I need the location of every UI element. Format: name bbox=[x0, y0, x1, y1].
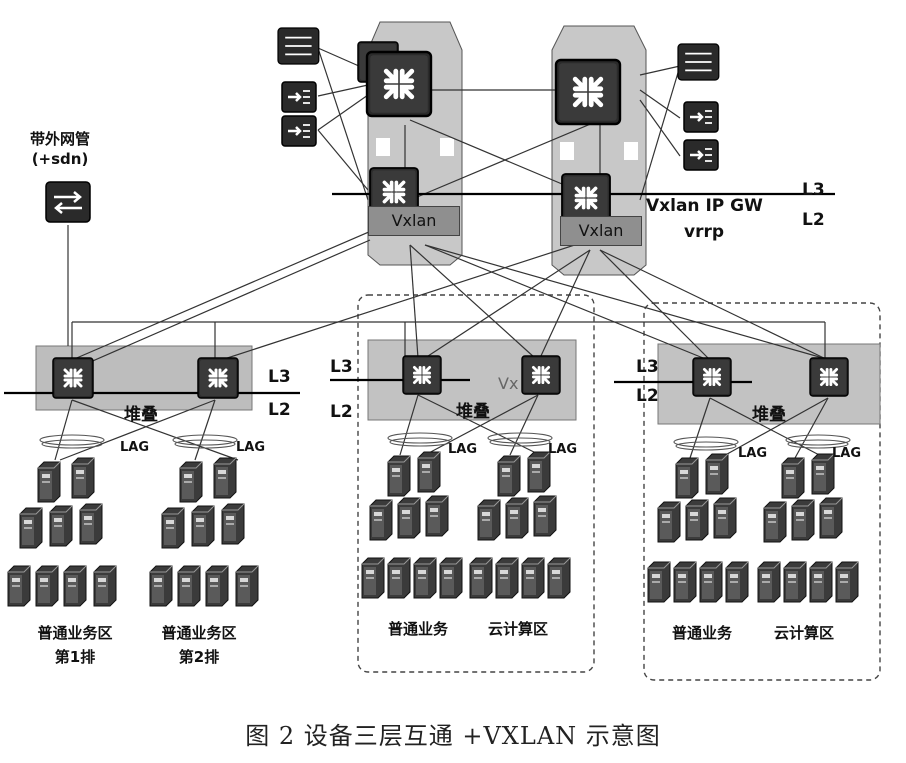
core-switch-right-top-icon bbox=[556, 60, 620, 124]
server-group-mid-2 bbox=[469, 451, 571, 599]
left-stack-label: 堆叠 bbox=[124, 405, 158, 425]
fw-device-left-3 bbox=[280, 114, 318, 148]
mid-l3-label: L3 bbox=[330, 357, 353, 377]
fw-device-right-2 bbox=[682, 100, 720, 134]
stack-switch-right-a bbox=[691, 356, 733, 398]
right-group2-label: 云计算区 bbox=[774, 624, 835, 642]
server-group-right-1 bbox=[647, 453, 749, 603]
figure-caption: 图 2 设备三层互通 +VXLAN 示意图 bbox=[245, 722, 661, 750]
left-group2-line1: 普通业务区 bbox=[161, 624, 237, 642]
vxlan-gw-label: Vxlan IP GW bbox=[646, 196, 763, 216]
vrrp-label: vrrp bbox=[684, 222, 725, 242]
left-group1-line1: 普通业务区 bbox=[37, 624, 113, 642]
stack-switch-right-b bbox=[808, 356, 850, 398]
mid-l2-label: L2 bbox=[330, 402, 353, 422]
mid-group1-label: 普通业务 bbox=[388, 620, 449, 638]
core-switch-right-bottom-icon bbox=[560, 172, 612, 224]
left-l3-label: L3 bbox=[268, 367, 291, 387]
lag-ellipses bbox=[39, 432, 851, 451]
left-lag-label-2: LAG bbox=[236, 440, 266, 455]
zone-mid-border bbox=[357, 294, 595, 673]
core-switch-left-top-icon bbox=[367, 52, 431, 116]
stack-switch-left-a bbox=[51, 356, 95, 400]
oob-title: 带外网管 bbox=[29, 130, 90, 148]
left-group2-line2: 第2排 bbox=[178, 648, 220, 666]
vxlan-box-left: Vxlan bbox=[368, 206, 460, 236]
stack-switch-mid-a bbox=[401, 354, 443, 396]
right-lag-label-1: LAG bbox=[738, 446, 768, 461]
left-group1-line2: 第1排 bbox=[54, 648, 96, 666]
server-group-mid-1 bbox=[361, 451, 463, 599]
stack-switch-left-b bbox=[196, 356, 240, 400]
right-group1-label: 普通业务 bbox=[672, 624, 733, 642]
server-group-right-2 bbox=[757, 453, 859, 603]
right-l3-label: L3 bbox=[636, 357, 659, 377]
fw-device-right-3 bbox=[682, 138, 720, 172]
stack-switch-mid-b bbox=[520, 354, 562, 396]
right-stack-label: 堆叠 bbox=[752, 405, 786, 425]
oob-subtitle: (+sdn) bbox=[31, 150, 89, 168]
server-group-left-2 bbox=[149, 457, 259, 607]
fw-device-left-2 bbox=[280, 80, 318, 114]
server-group-left-1 bbox=[7, 457, 117, 607]
oob-management-device-icon bbox=[45, 181, 91, 223]
right-l2-label: L2 bbox=[636, 386, 659, 406]
mid-vx-overlay: Vx bbox=[498, 374, 519, 393]
mid-stack-label: 堆叠 bbox=[456, 402, 490, 422]
mid-lag-label-2: LAG bbox=[548, 442, 578, 457]
mid-lag-label-1: LAG bbox=[448, 442, 478, 457]
left-lag-label-1: LAG bbox=[120, 440, 150, 455]
vxlan-box-right: Vxlan bbox=[560, 216, 642, 246]
zone-right-border bbox=[643, 302, 881, 681]
core-l3-label: L3 bbox=[802, 180, 825, 200]
link-lines bbox=[54, 47, 831, 461]
fw-device-left-1 bbox=[277, 27, 320, 65]
core-l2-label: L2 bbox=[802, 210, 825, 230]
right-lag-label-2: LAG bbox=[832, 446, 862, 461]
fw-device-right-1 bbox=[677, 43, 720, 81]
left-l2-label: L2 bbox=[268, 400, 291, 420]
mid-group2-label: 云计算区 bbox=[488, 620, 549, 638]
